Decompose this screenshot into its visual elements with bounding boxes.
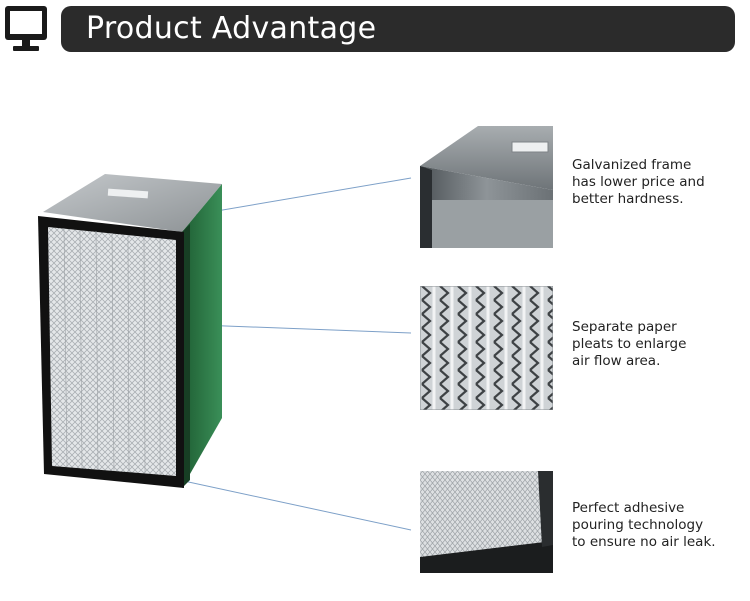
caption-line: air flow area.: [572, 353, 661, 369]
caption-line: better hardness.: [572, 191, 684, 207]
feature-caption-frame: Galvanized frame has lower price and bet…: [572, 157, 747, 208]
header-bar: Product Advantage: [61, 6, 735, 52]
caption-line: to ensure no air leak.: [572, 534, 716, 550]
adhesive-closeup-image: [420, 471, 553, 573]
feature-caption-adhesive: Perfect adhesive pouring technology to e…: [572, 500, 747, 551]
caption-line: Galvanized frame: [572, 157, 692, 173]
caption-line: has lower price and: [572, 174, 705, 190]
filter-product-image: [38, 174, 222, 488]
leader-line-adhesive: [169, 477, 412, 531]
page-title: Product Advantage: [86, 11, 377, 46]
monitor-icon: [5, 6, 47, 51]
caption-line: Separate paper: [572, 319, 677, 335]
caption-line: Perfect adhesive: [572, 500, 685, 516]
feature-caption-pleats: Separate paper pleats to enlarge air flo…: [572, 319, 747, 370]
frame-closeup-image: [420, 126, 553, 248]
caption-line: pleats to enlarge: [572, 336, 687, 352]
caption-line: pouring technology: [572, 517, 704, 533]
pleats-closeup-image: [420, 286, 553, 410]
